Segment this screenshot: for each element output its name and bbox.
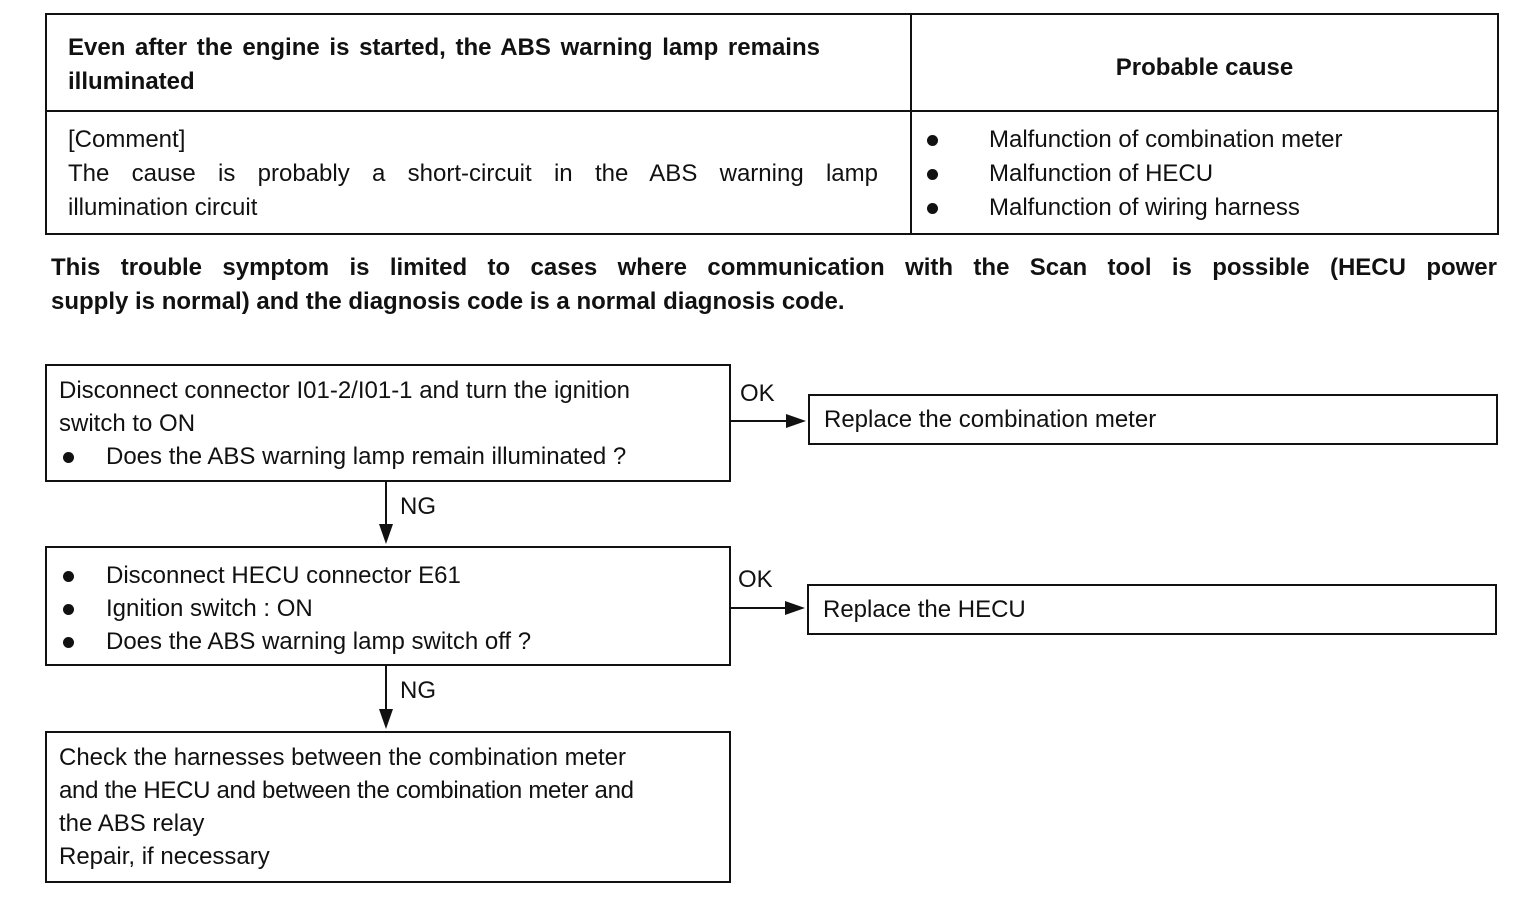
note-line2: supply is normal) and the diagnosis code… — [51, 288, 845, 315]
step3-line1: Check the harnesses between the combinat… — [59, 744, 626, 771]
step2-item: Does the ABS warning lamp switch off ? — [59, 625, 729, 658]
ok-label-1: OK — [740, 380, 775, 407]
comment-text-line2: illumination circuit — [68, 194, 258, 221]
step2-item-text: Ignition switch : ON — [106, 595, 313, 622]
ok-arrowhead-2 — [785, 601, 805, 615]
result-replace-hecu: Replace the HECU — [807, 584, 1497, 635]
cause-item: Malfunction of wiring harness — [927, 191, 1487, 225]
bullet-icon — [63, 637, 74, 648]
symptom-table: Even after the engine is started, the AB… — [45, 13, 1499, 235]
bullet-icon — [927, 135, 938, 146]
cause-item: Malfunction of HECU — [927, 157, 1487, 191]
step3-line4: Repair, if necessary — [59, 843, 270, 870]
symptom-note: This trouble symptom is limited to cases… — [51, 251, 1497, 319]
step1-line1: Disconnect connector I01-2/I01-1 and tur… — [59, 377, 631, 404]
step1-question-text: Does the ABS warning lamp remain illumin… — [106, 443, 627, 470]
result-replace-combination-meter: Replace the combination meter — [808, 394, 1498, 445]
bullet-icon — [927, 169, 938, 180]
step2-item: Ignition switch : ON — [59, 592, 729, 625]
bullet-icon — [927, 203, 938, 214]
comment-label: [Comment] — [68, 126, 186, 153]
comment-text-line1: The cause is probably a short-circuit in… — [68, 160, 878, 187]
cause-text: Malfunction of wiring harness — [989, 194, 1300, 221]
symptom-header: Even after the engine is started, the AB… — [68, 34, 820, 95]
step1-box: Disconnect connector I01-2/I01-1 and tur… — [45, 364, 731, 482]
cause-text: Malfunction of HECU — [989, 160, 1214, 187]
table-column-divider — [910, 15, 912, 233]
step3-box: Check the harnesses between the combinat… — [45, 731, 731, 883]
step2-box: Disconnect HECU connector E61 Ignition s… — [45, 546, 731, 666]
cause-text: Malfunction of combination meter — [989, 126, 1343, 153]
bullet-icon — [63, 452, 74, 463]
table-row-divider — [47, 110, 1497, 112]
ng-label-1: NG — [400, 493, 436, 520]
ok-label-2: OK — [738, 566, 773, 593]
ng-arrowhead-2 — [379, 709, 393, 729]
probable-cause-header: Probable cause — [1115, 54, 1294, 81]
cause-list: Malfunction of combination meter Malfunc… — [927, 123, 1487, 225]
ok-arrowhead-1 — [786, 414, 806, 428]
bullet-icon — [63, 571, 74, 582]
bullet-icon — [63, 604, 74, 615]
step1-line2: switch to ON — [59, 410, 196, 437]
step2-item: Disconnect HECU connector E61 — [59, 559, 729, 592]
step2-item-text: Disconnect HECU connector E61 — [106, 562, 461, 589]
ng-arrowhead-1 — [379, 524, 393, 544]
step3-line3: the ABS relay — [59, 810, 205, 837]
cause-item: Malfunction of combination meter — [927, 123, 1487, 157]
note-line1: This trouble symptom is limited to cases… — [51, 254, 1497, 281]
comment-cell: [Comment] The cause is probably a short-… — [68, 123, 878, 225]
step2-item-text: Does the ABS warning lamp switch off ? — [106, 628, 532, 655]
step1-question: Does the ABS warning lamp remain illumin… — [59, 440, 729, 473]
step3-line2: and the HECU and between the combination… — [59, 777, 634, 804]
ng-label-2: NG — [400, 677, 436, 704]
